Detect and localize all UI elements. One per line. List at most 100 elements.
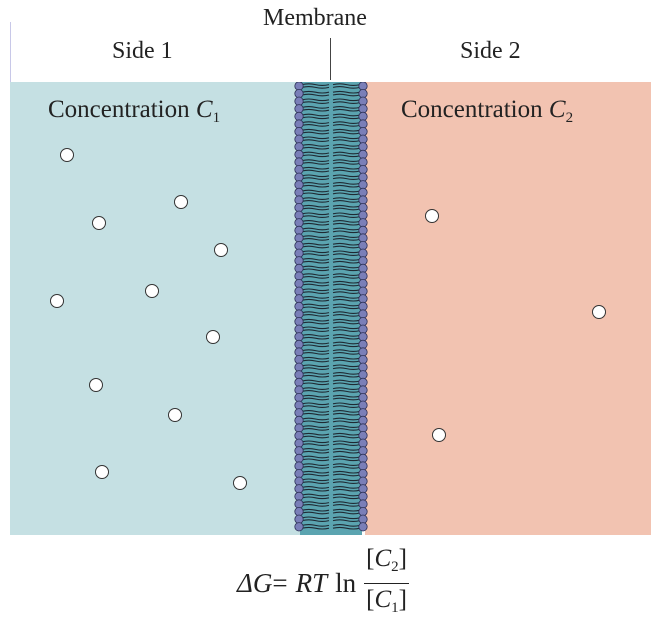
lipid-tail bbox=[332, 336, 361, 340]
lipid-head bbox=[294, 165, 304, 175]
lipid-tail bbox=[301, 410, 330, 413]
lipid-head bbox=[358, 286, 368, 296]
lipid-head bbox=[294, 385, 304, 395]
lipid-tail bbox=[301, 250, 330, 254]
lipid-head bbox=[358, 172, 368, 182]
lipid-tail bbox=[301, 166, 330, 170]
lipid-head bbox=[358, 241, 368, 251]
concentration-word: Concentration bbox=[401, 96, 543, 123]
lipid-tail bbox=[301, 174, 330, 178]
lipid-tail bbox=[332, 382, 361, 386]
lipid-head bbox=[358, 301, 368, 311]
lipid-head bbox=[294, 104, 304, 114]
lipid-tail bbox=[332, 98, 361, 102]
lipid-head bbox=[294, 415, 304, 425]
lipid-tail bbox=[332, 101, 361, 104]
lipid-head bbox=[294, 82, 304, 91]
lipid-tail bbox=[301, 197, 330, 200]
lipid-head bbox=[294, 339, 304, 349]
lipid-head bbox=[294, 157, 304, 167]
lipid-tail bbox=[332, 296, 361, 299]
lipid-tail bbox=[301, 405, 330, 408]
lipid-tail bbox=[301, 455, 330, 459]
lipid-tail bbox=[332, 341, 361, 345]
lipid-tail bbox=[301, 458, 330, 462]
lipid-head bbox=[358, 279, 368, 289]
lipid-tail bbox=[332, 298, 361, 302]
lipid-tail bbox=[332, 488, 361, 492]
lipid-tail bbox=[332, 200, 361, 203]
lipid-tail bbox=[301, 488, 330, 492]
lipid-tail bbox=[301, 298, 330, 302]
lipid-head bbox=[294, 332, 304, 342]
lipid-tail bbox=[301, 303, 330, 307]
lipid-tail bbox=[301, 367, 330, 370]
lipid-head bbox=[294, 119, 304, 129]
lipid-tail bbox=[332, 212, 361, 216]
lipid-tail bbox=[332, 374, 361, 378]
lipid-tail bbox=[301, 276, 330, 279]
lipid-tail bbox=[332, 397, 361, 401]
lipid-tail bbox=[332, 352, 361, 355]
lipid-head bbox=[358, 461, 368, 471]
concentration-subscript: 1 bbox=[212, 110, 221, 126]
free-energy-equation: ΔG = RT ln [C2] [C1] bbox=[237, 545, 409, 618]
lipid-tail bbox=[332, 329, 361, 332]
lipid-head bbox=[358, 195, 368, 205]
lipid-head bbox=[358, 210, 368, 220]
lipid-head bbox=[294, 309, 304, 319]
lipid-tail bbox=[301, 501, 330, 504]
lipid-tail bbox=[301, 504, 330, 507]
lipid-head bbox=[358, 82, 368, 91]
lipid-head bbox=[358, 111, 368, 122]
lipid-bilayer-membrane bbox=[294, 82, 368, 535]
lipid-head bbox=[358, 430, 368, 441]
lipid-tail bbox=[332, 207, 361, 211]
lipid-head bbox=[294, 180, 304, 190]
lipid-tail bbox=[332, 182, 361, 185]
lipid-head bbox=[294, 377, 304, 387]
lipid-tail bbox=[332, 146, 361, 150]
lipid-tail bbox=[301, 412, 330, 416]
lipid-tail bbox=[301, 432, 330, 436]
lipid-tail bbox=[301, 524, 330, 527]
lipid-tail bbox=[332, 154, 361, 158]
lipid-tail bbox=[301, 466, 330, 469]
lipid-head bbox=[358, 157, 368, 167]
lipid-head bbox=[358, 149, 368, 160]
lipid-head bbox=[294, 195, 304, 205]
lipid-head bbox=[294, 126, 304, 137]
lipid-head bbox=[358, 506, 368, 517]
lipid-tail bbox=[332, 197, 361, 200]
solute-molecule bbox=[95, 465, 109, 479]
lipid-tail bbox=[332, 220, 361, 223]
lipid-tail bbox=[301, 162, 330, 165]
lipid-tail bbox=[301, 154, 330, 158]
lipid-tail bbox=[301, 443, 330, 446]
lipid-head bbox=[294, 461, 304, 471]
lipid-head bbox=[358, 491, 368, 501]
lipid-head bbox=[358, 248, 368, 258]
lipid-tail bbox=[301, 265, 330, 269]
lipid-head bbox=[294, 522, 304, 532]
lipid-head bbox=[294, 392, 304, 403]
lipid-tail bbox=[301, 318, 330, 322]
lipid-tail bbox=[301, 428, 330, 431]
lipid-head bbox=[358, 476, 368, 486]
lipid-tail bbox=[301, 379, 330, 383]
lipid-tail bbox=[332, 265, 361, 269]
lipid-tail bbox=[301, 101, 330, 104]
lipid-tail bbox=[301, 151, 330, 155]
lipid-tail bbox=[332, 174, 361, 178]
lipid-tail bbox=[301, 496, 330, 500]
lipid-tail bbox=[332, 349, 361, 352]
lipid-tail bbox=[332, 466, 361, 469]
lipid-tail bbox=[332, 428, 361, 431]
solute-molecule bbox=[425, 209, 439, 223]
solute-molecule bbox=[89, 378, 103, 392]
lipid-tail bbox=[332, 116, 361, 120]
concentration-word: Concentration bbox=[48, 96, 190, 123]
lipid-head bbox=[358, 142, 368, 152]
lipid-tail bbox=[301, 329, 330, 332]
ln-operator: ln bbox=[335, 567, 357, 598]
